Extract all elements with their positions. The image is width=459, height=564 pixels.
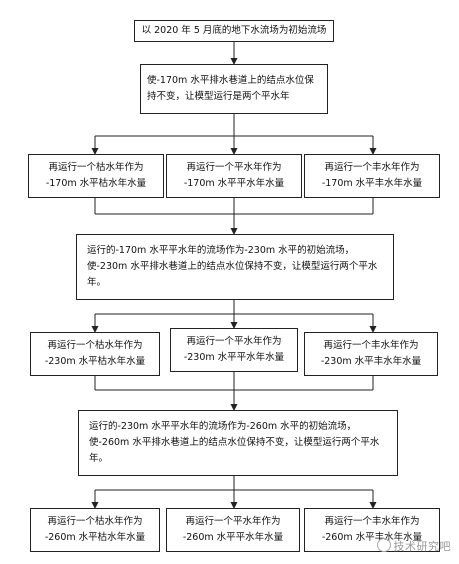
line2: -230m 水平枯水年水量 bbox=[44, 356, 146, 367]
line1: 再运行一个丰水年作为 bbox=[324, 516, 420, 527]
box-260m-wet-year: 再运行一个丰水年作为 -260m 水平丰水年水量 bbox=[304, 508, 440, 552]
box-170m-dry-year: 再运行一个枯水年作为 -170m 水平枯水年水量 bbox=[28, 154, 164, 198]
box-step2-text: 运行的-170m 水平平水年的流场作为-230m 水平的初始流场，使-230m … bbox=[87, 245, 378, 288]
box-170m-normal-year: 再运行一个平水年作为 -170m 水平平水年水量 bbox=[166, 154, 302, 198]
line2: -170m 水平平水年水量 bbox=[183, 178, 285, 189]
line1: 再运行一个平水年作为 bbox=[186, 162, 282, 173]
line1: 再运行一个枯水年作为 bbox=[48, 162, 144, 173]
watermark-text: 技术研究吧 bbox=[393, 540, 451, 553]
box-260m-dry-year: 再运行一个枯水年作为 -260m 水平枯水年水量 bbox=[30, 508, 160, 552]
box-initial-flow-field-text: 以 2020 年 5 月底的地下水流场为初始流场 bbox=[141, 25, 327, 36]
box-step1-text: 使-170m 水平排水巷道上的结点水位保持不变，让模型运行是两个平水年 bbox=[147, 75, 314, 102]
line1: 再运行一个平水年作为 bbox=[185, 516, 281, 527]
box-step3-260m: 运行的-230m 水平平水年的流场作为-260m 水平的初始流场，使-260m … bbox=[78, 410, 398, 476]
box-step2-230m: 运行的-170m 水平平水年的流场作为-230m 水平的初始流场，使-230m … bbox=[76, 234, 394, 300]
wechat-icon bbox=[376, 538, 391, 552]
box-230m-normal-year: 再运行一个平水年作为 -230m 水平平水年水量 bbox=[170, 328, 298, 372]
watermark: 技术研究吧 bbox=[376, 538, 452, 554]
line1: 再运行一个枯水年作为 bbox=[47, 516, 143, 527]
box-step1-170m: 使-170m 水平排水巷道上的结点水位保持不变，让模型运行是两个平水年 bbox=[140, 64, 328, 114]
box-170m-wet-year: 再运行一个丰水年作为 -170m 水平丰水年水量 bbox=[304, 154, 440, 198]
line2: -230m 水平平水年水量 bbox=[183, 352, 285, 363]
line2: -230m 水平丰水年水量 bbox=[320, 356, 422, 367]
line1: 再运行一个丰水年作为 bbox=[323, 340, 419, 351]
line2: -170m 水平枯水年水量 bbox=[45, 178, 147, 189]
line2: -170m 水平丰水年水量 bbox=[321, 178, 423, 189]
box-260m-normal-year: 再运行一个平水年作为 -260m 水平平水年水量 bbox=[166, 508, 300, 552]
box-initial-flow-field: 以 2020 年 5 月底的地下水流场为初始流场 bbox=[134, 20, 334, 42]
box-230m-dry-year: 再运行一个枯水年作为 -230m 水平枯水年水量 bbox=[30, 332, 160, 376]
line1: 再运行一个平水年作为 bbox=[186, 336, 282, 347]
box-230m-wet-year: 再运行一个丰水年作为 -230m 水平丰水年水量 bbox=[304, 332, 438, 376]
line1: 再运行一个丰水年作为 bbox=[324, 162, 420, 173]
line2: -260m 水平平水年水量 bbox=[182, 532, 284, 543]
line2: -260m 水平枯水年水量 bbox=[44, 532, 146, 543]
line1: 再运行一个枯水年作为 bbox=[47, 340, 143, 351]
line2: -260m 水平丰水年水量 bbox=[321, 532, 423, 543]
box-step3-text: 运行的-230m 水平平水年的流场作为-260m 水平的初始流场，使-260m … bbox=[89, 421, 380, 464]
